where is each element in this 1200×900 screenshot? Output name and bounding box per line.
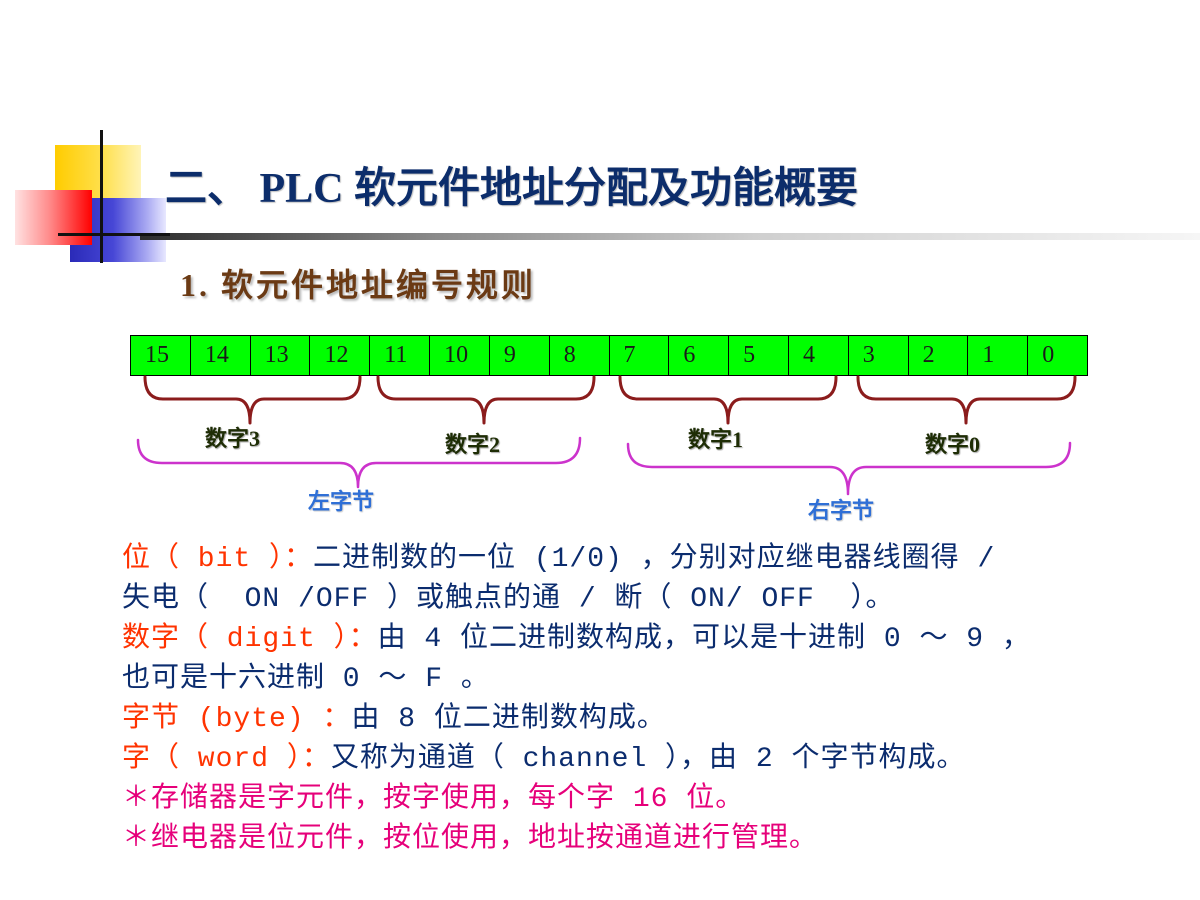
- decor-red-square: [15, 190, 92, 245]
- definition-text: 也可是十六进制 0 ～ F 。: [122, 664, 490, 695]
- digit-label-0: 数字0: [925, 432, 981, 457]
- definition-term: 字（ word ）：: [122, 744, 331, 775]
- slide-title: 二、 PLC 软元件地址分配及功能概要: [165, 166, 859, 212]
- bit-cell-2: 2: [909, 336, 969, 375]
- bit-cell-11: 11: [370, 336, 431, 375]
- definition-text: 失电（ ON /OFF ）或触点的通 / 断（ ON/ OFF ）。: [122, 584, 895, 615]
- bit-cell-13: 13: [251, 336, 311, 375]
- bit-register: 15 14 13 12 11 10 9 8 7 6 5 4 3 2 1 0: [130, 335, 1088, 376]
- definition-digit-continued: 也可是十六进制 0 ～ F 。: [122, 660, 1190, 700]
- bit-cell-10: 10: [430, 336, 490, 375]
- definition-list: 位（ bit ）：二进制数的一位 (1/0) ，分别对应继电器线圈得 / 失电（…: [122, 540, 1190, 860]
- definition-byte: 字节 (byte) ：由 8 位二进制数构成。: [122, 700, 1190, 740]
- definition-word: 字（ word ）：又称为通道（ channel ），由 2 个字节构成。: [122, 740, 1190, 780]
- definition-text: 由 8 位二进制数构成。: [351, 704, 666, 735]
- definition-bit-continued: 失电（ ON /OFF ）或触点的通 / 断（ ON/ OFF ）。: [122, 580, 1190, 620]
- note-text: 继电器是位元件，按位使用，地址按通道进行管理。: [151, 824, 819, 855]
- bit-cell-5: 5: [729, 336, 789, 375]
- definition-term: 位（ bit ）：: [122, 544, 314, 575]
- definition-digit: 数字（ digit ）：由 4 位二进制数构成，可以是十进制 0 ～ 9 ，: [122, 620, 1190, 660]
- section-heading: 1. 软元件地址编号规则: [180, 267, 537, 303]
- note-relay: ＊继电器是位元件，按位使用，地址按通道进行管理。: [122, 820, 1190, 860]
- bit-cell-1: 1: [968, 336, 1029, 375]
- digit-label-2: 数字2: [445, 432, 501, 457]
- bit-cell-9: 9: [490, 336, 550, 375]
- note-bullet-icon: ＊: [122, 784, 152, 815]
- definition-term: 数字（ digit ）：: [122, 624, 378, 655]
- title-underline: [140, 233, 1200, 240]
- definition-text: 又称为通道（ channel ），由 2 个字节构成。: [330, 744, 966, 775]
- note-text: 存储器是字元件，按字使用，每个字 16 位。: [151, 784, 745, 815]
- bit-cell-6: 6: [669, 336, 730, 375]
- decor-horizontal-line: [58, 233, 170, 236]
- note-bullet-icon: ＊: [122, 824, 152, 855]
- bit-cell-0: 0: [1042, 342, 1055, 368]
- bit-cell-15: 15: [131, 336, 191, 375]
- definition-text: 由 4 位二进制数构成，可以是十进制 0 ～ 9 ，: [377, 624, 1031, 655]
- digit-brace-2: [376, 375, 596, 425]
- bit-cell-7: 7: [610, 336, 670, 375]
- digit-brace-3: [143, 375, 362, 425]
- digit-label-1: 数字1: [688, 427, 744, 452]
- definition-bit: 位（ bit ）：二进制数的一位 (1/0) ，分别对应继电器线圈得 /: [122, 540, 1190, 580]
- digit-label-3: 数字3: [205, 426, 261, 451]
- note-memory: ＊存储器是字元件，按字使用，每个字 16 位。: [122, 780, 1190, 820]
- byte-label-right: 右字节: [808, 498, 875, 523]
- definition-term: 字节 (byte) ：: [122, 704, 352, 735]
- digit-brace-1: [618, 375, 838, 425]
- digit-brace-0: [856, 375, 1077, 425]
- definition-text: 二进制数的一位 (1/0) ，分别对应继电器线圈得 /: [313, 544, 996, 575]
- bit-cell-4: 4: [789, 336, 849, 375]
- decor-vertical-line: [100, 130, 103, 263]
- byte-label-left: 左字节: [308, 489, 375, 514]
- bit-cell-8: 8: [550, 336, 610, 375]
- bit-cell-14: 14: [191, 336, 251, 375]
- bit-cell-3: 3: [849, 336, 909, 375]
- bit-cell-12: 12: [310, 336, 371, 375]
